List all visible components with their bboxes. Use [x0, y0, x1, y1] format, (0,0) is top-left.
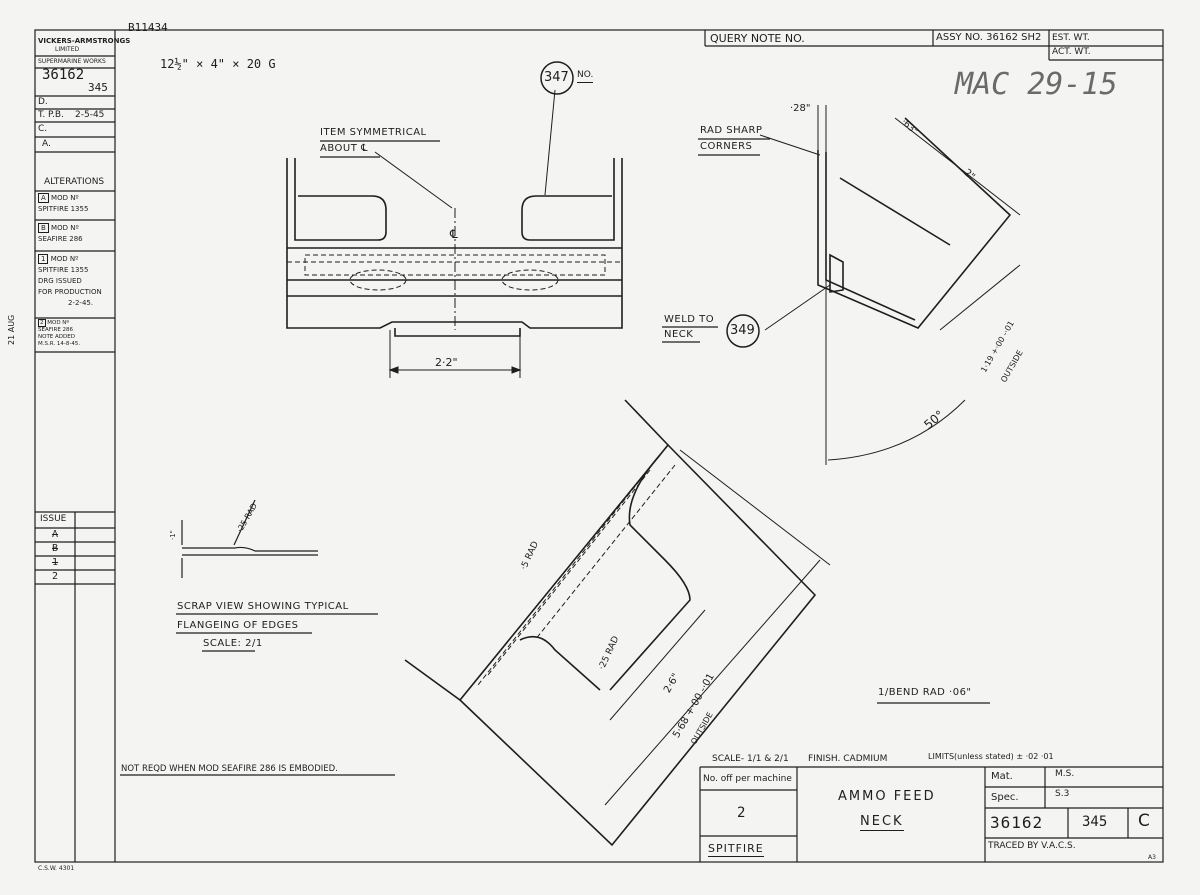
- alteration-line: DRG ISSUED: [38, 277, 82, 285]
- tb-limits: LIMITS(unless stated) ± ·02 ·01: [928, 752, 1054, 761]
- issue-entry: B: [52, 543, 59, 554]
- alteration-line: SPITFIRE 1355: [38, 266, 89, 274]
- alteration-line: MOD Nº: [51, 194, 79, 202]
- scrap-gap: ·1": [169, 530, 177, 540]
- tb-part: 345: [1082, 814, 1108, 830]
- alteration-key: B: [38, 223, 49, 233]
- dim-offset-28: ·28": [790, 103, 811, 114]
- c-label: C.: [38, 124, 48, 134]
- tb-scale: SCALE- 1/1 & 2/1: [712, 754, 789, 764]
- alterations-title: ALTERATIONS: [44, 177, 105, 187]
- note-weld-to: WELD TO: [664, 314, 715, 325]
- company-works: SUPERMARINE WORKS: [38, 58, 106, 65]
- callout-347: 347: [544, 70, 569, 85]
- alteration-line: M.S.R. 14-8-45.: [38, 341, 81, 347]
- t-label: T.: [38, 110, 46, 120]
- d-label: D.: [38, 97, 48, 107]
- alteration-line: SPITFIRE 1355: [38, 205, 89, 213]
- alteration-key: 1: [38, 254, 49, 264]
- t-date: 2-5-45: [75, 110, 105, 120]
- issue-entry: 1: [52, 557, 59, 568]
- callout-349: 349: [730, 323, 755, 338]
- note-flanging: FLANGEING OF EDGES: [177, 620, 299, 631]
- tb-finish: FINISH. CADMIUM: [808, 754, 888, 764]
- side-stamp: 21 AUG: [7, 314, 16, 345]
- note-scrap-scale: SCALE: 2/1: [203, 638, 263, 649]
- callout-347-circle: [540, 61, 574, 95]
- alteration-line: MOD Nº: [51, 224, 79, 232]
- note-not-reqd: NOT REQD WHEN MOD SEAFIRE 286 IS EMBODIE…: [121, 764, 338, 774]
- tb-traced-by: TRACED BY V.A.C.S.: [988, 841, 1076, 851]
- alteration-a: A MOD Nº SPITFIRE 1355: [38, 193, 88, 215]
- alteration-key: A: [38, 193, 49, 203]
- query-note: QUERY NOTE NO.: [710, 32, 805, 45]
- tb-issue-letter: C: [1138, 811, 1150, 831]
- note-bend-rad: 1/BEND RAD ·06": [878, 687, 972, 698]
- part-number-left: 345: [88, 81, 108, 94]
- assy-no: ASSY NO. 36162 SH2: [936, 32, 1042, 43]
- scrap-view: [181, 499, 318, 578]
- sheet-border: [34, 29, 1164, 863]
- callout-349-circle: [726, 314, 760, 348]
- tb-number: 36162: [990, 813, 1044, 832]
- alteration-line: FOR PRODUCTION: [38, 288, 102, 296]
- handwritten-ref: MAC 29-15: [955, 67, 1118, 102]
- note-rad-sharp: RAD SHARP: [700, 125, 763, 136]
- tb-spec-value: S.3: [1055, 789, 1070, 799]
- tb-title-2: NECK: [860, 814, 904, 831]
- tb-no-off-value: 2: [737, 805, 746, 821]
- note-neck: NECK: [664, 329, 694, 340]
- top-view-hidden-lines: [287, 254, 622, 291]
- alteration-key: 2: [38, 319, 46, 327]
- issue-entry: A: [52, 529, 59, 540]
- t-initials: P.B.: [48, 110, 64, 120]
- material-size: 12½" × 4" × 20 G: [160, 57, 276, 71]
- est-wt: EST. WT.: [1052, 33, 1090, 43]
- issue-label: ISSUE: [40, 514, 67, 524]
- tb-sheet-size: A3: [1148, 854, 1156, 861]
- alteration-line: MOD Nº: [50, 255, 79, 263]
- company-name: VICKERS-ARMSTRONGS: [38, 37, 131, 45]
- centerline-symbol: ℄: [450, 227, 458, 241]
- tb-mat-label: Mat.: [991, 771, 1013, 782]
- alteration-line: NOTE ADDED: [38, 334, 75, 340]
- alteration-line: SEAFIRE 286: [38, 327, 74, 333]
- tb-aircraft: SPITFIRE: [708, 842, 764, 857]
- lower-view-part: [404, 399, 817, 847]
- callout-no-suffix: NO.: [577, 71, 594, 83]
- tb-no-off-label: No. off per machine: [703, 774, 792, 784]
- note-item-symmetrical: ITEM SYMMETRICAL: [320, 127, 427, 138]
- note-scrap-view: SCRAP VIEW SHOWING TYPICAL: [177, 601, 349, 612]
- drawing-number-left: 36162: [42, 67, 85, 83]
- note-about-cl: ABOUT ℄: [320, 143, 368, 154]
- footer-code: C.S.W. 4301: [38, 865, 75, 872]
- alteration-line: MOD Nº: [47, 320, 70, 326]
- company-limited: LIMITED: [55, 46, 80, 53]
- tb-title-1: AMMO FEED: [838, 789, 936, 804]
- a-label: A.: [42, 139, 51, 149]
- note-corners: CORNERS: [700, 141, 753, 152]
- alteration-2: 2 MOD Nº SEAFIRE 286 NOTE ADDED M.S.R. 1…: [38, 319, 81, 348]
- drawing-ref: B11434: [128, 21, 168, 34]
- issue-entry: 2: [52, 571, 59, 582]
- alteration-line: 2-2-45.: [68, 299, 94, 307]
- tb-spec-label: Spec.: [991, 792, 1019, 803]
- tb-mat-value: M.S.: [1055, 769, 1075, 779]
- alteration-line: SEAFIRE 286: [38, 235, 83, 243]
- dim-width-top: 2·2": [435, 356, 458, 369]
- alteration-1: 1 MOD Nº SPITFIRE 1355 DRG ISSUED FOR PR…: [38, 254, 102, 309]
- alteration-b: B MOD Nº SEAFIRE 286: [38, 223, 83, 245]
- act-wt: ACT. WT.: [1052, 47, 1091, 57]
